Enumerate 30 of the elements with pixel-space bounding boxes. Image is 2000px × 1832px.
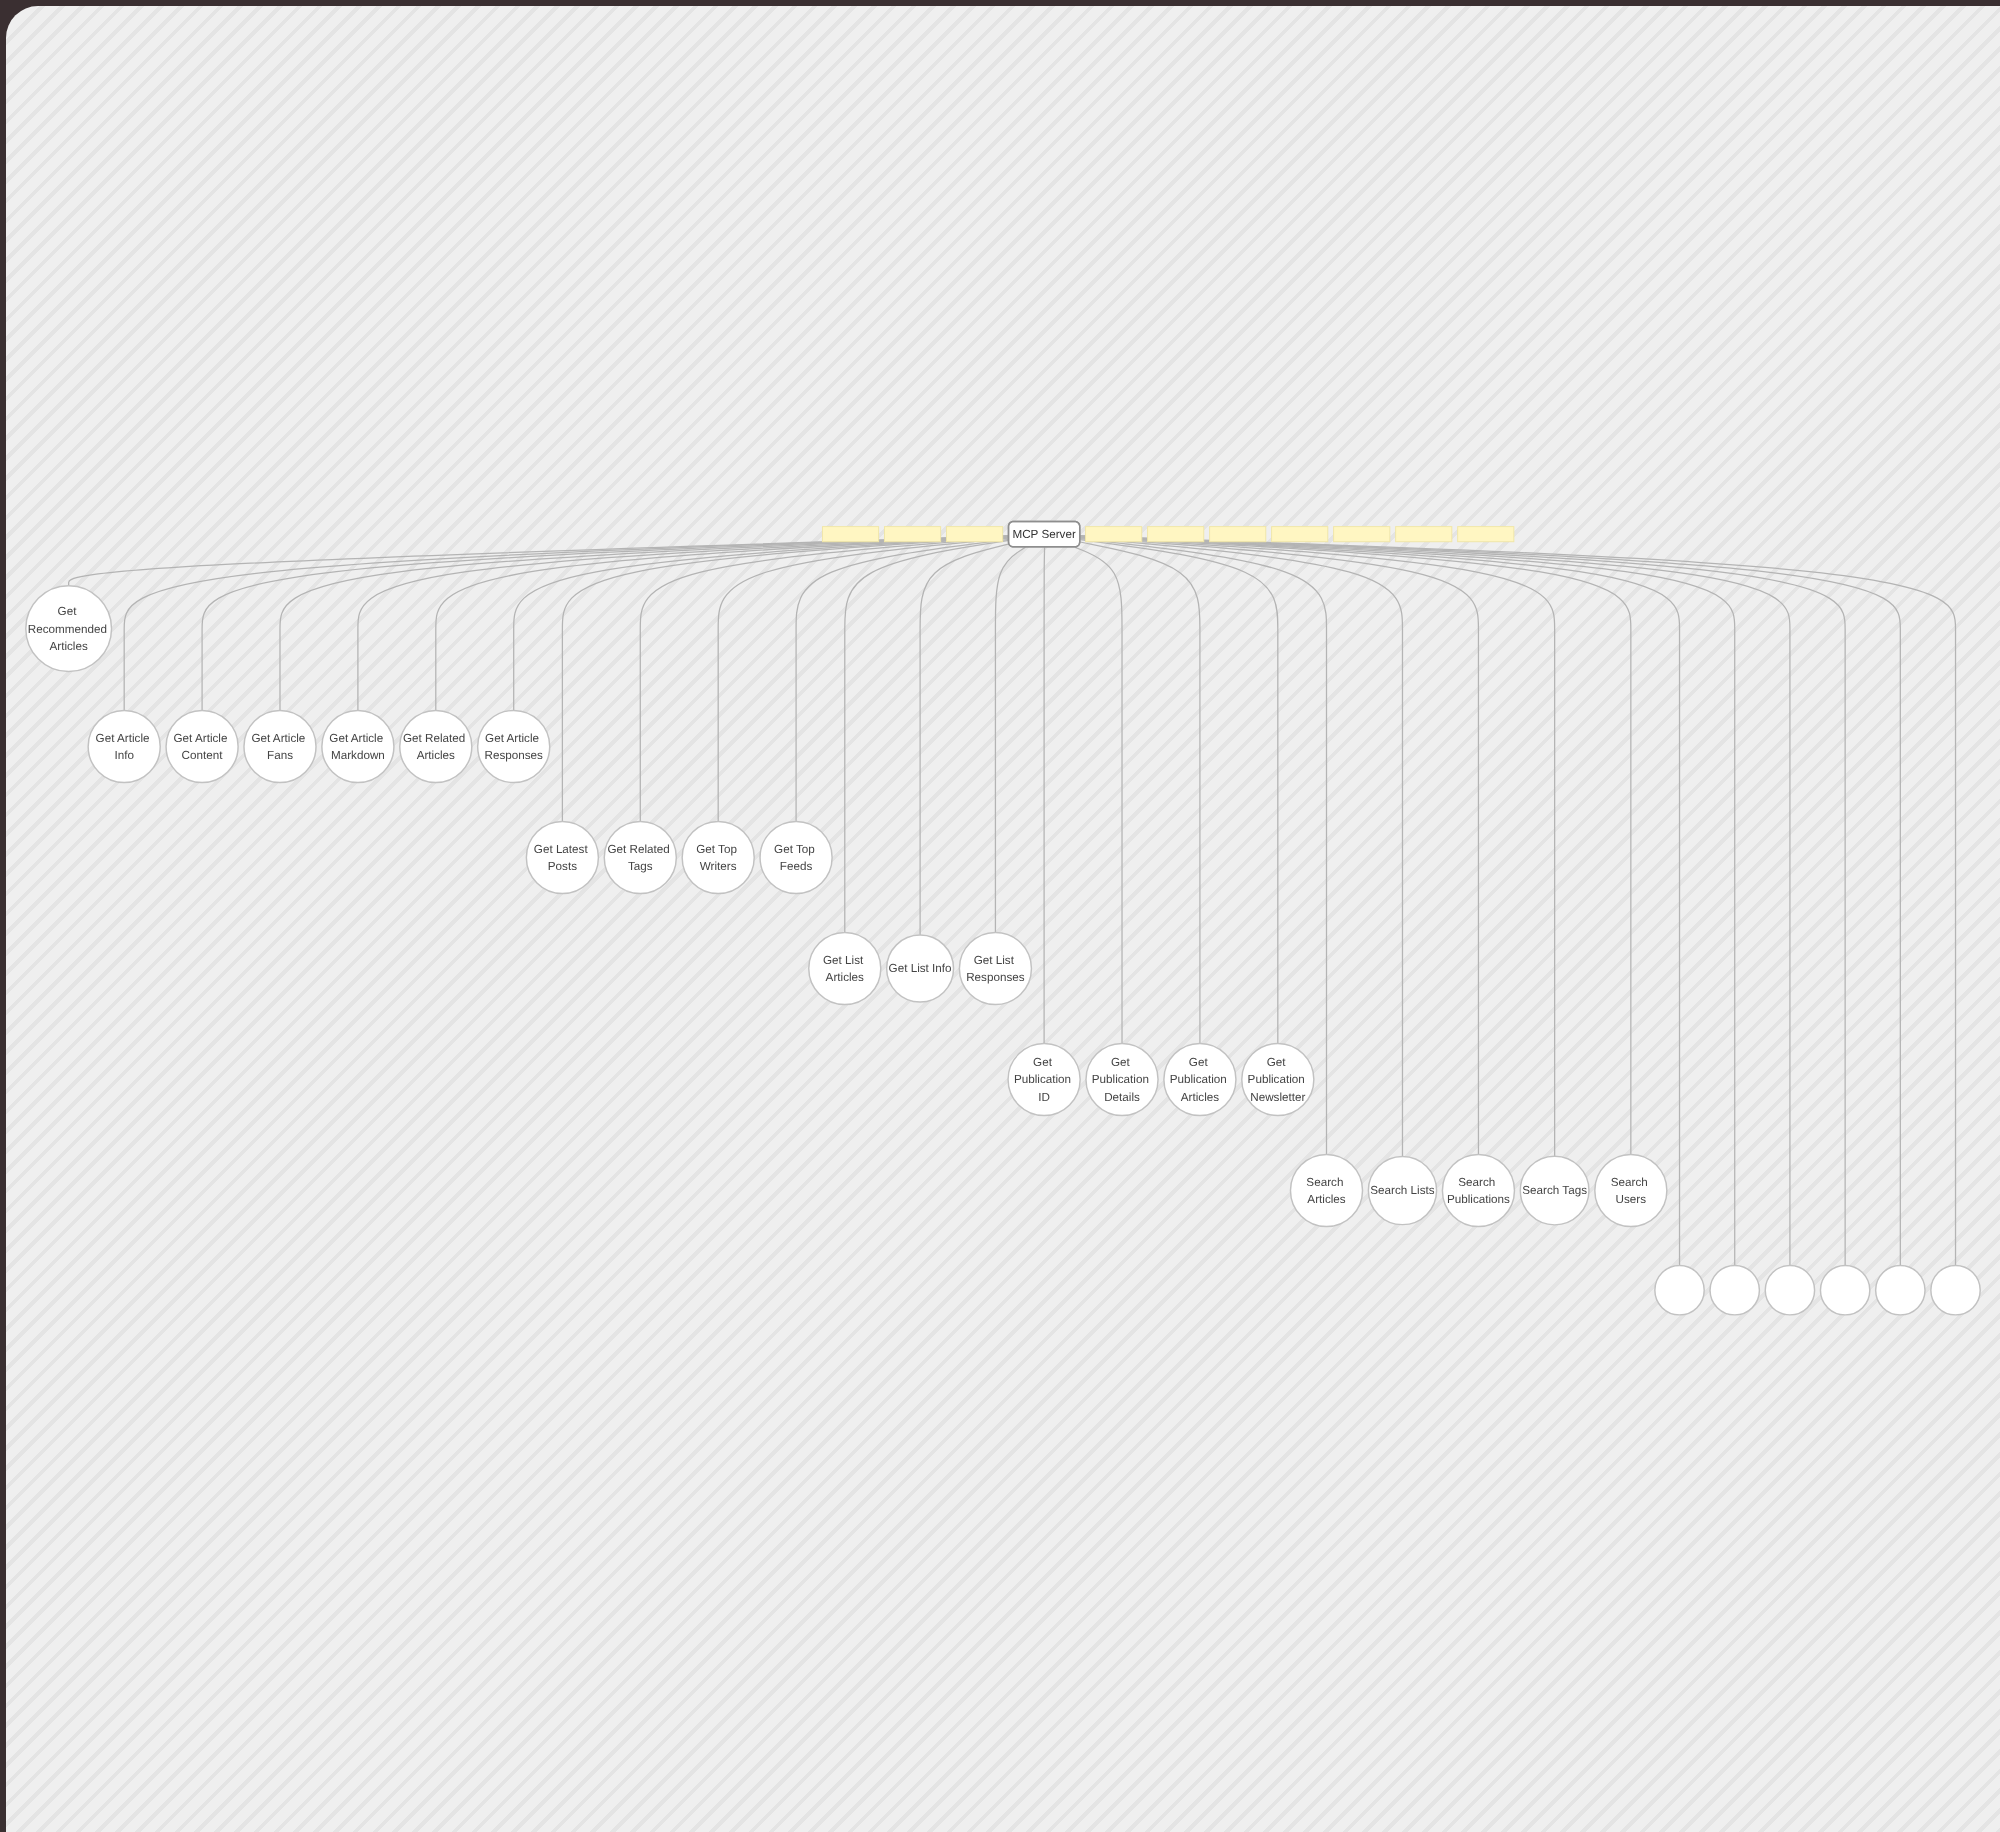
node-box xyxy=(1333,526,1391,543)
connector xyxy=(795,538,1010,823)
connector xyxy=(717,537,1010,823)
node-box xyxy=(884,526,942,543)
connector xyxy=(919,543,1010,936)
connector xyxy=(639,536,1010,823)
node-box xyxy=(1209,526,1267,543)
connector xyxy=(1079,538,1328,1156)
connector xyxy=(844,539,1010,934)
connector xyxy=(994,546,1027,934)
node-circle xyxy=(1654,1264,1705,1316)
node-circle xyxy=(1930,1264,1981,1316)
connector xyxy=(1043,546,1046,1045)
node-circle xyxy=(1764,1264,1816,1316)
node-circle xyxy=(1874,1264,1926,1316)
connector xyxy=(1079,541,1201,1045)
connector xyxy=(1079,537,1404,1158)
node-circle xyxy=(1819,1264,1871,1316)
node-circle xyxy=(1709,1264,1761,1316)
connector xyxy=(1074,546,1123,1045)
connector xyxy=(1079,538,1279,1045)
node-box xyxy=(1085,526,1143,543)
connector xyxy=(561,536,1010,823)
connector xyxy=(1079,536,1480,1156)
node-box xyxy=(1147,526,1205,543)
node-box xyxy=(821,526,880,543)
node-box xyxy=(1395,526,1453,543)
node-box xyxy=(1271,526,1329,543)
node-box xyxy=(946,526,1004,543)
node-box xyxy=(1457,526,1515,543)
